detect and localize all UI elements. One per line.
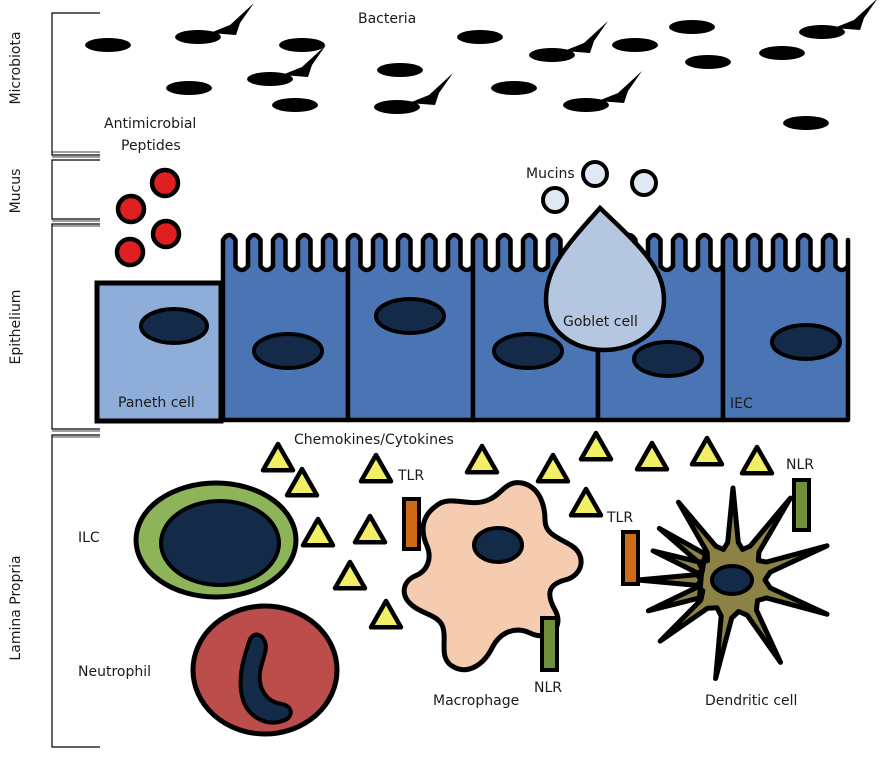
mucin <box>581 160 609 188</box>
cytokine-triangle <box>332 559 368 591</box>
bacterium <box>563 71 642 112</box>
goblet-cell <box>543 204 667 353</box>
bacterium <box>457 30 503 44</box>
paneth-nucleus <box>139 307 209 345</box>
antimicrobial-peptide <box>115 193 147 225</box>
layer-label-epithelium: Epithelium <box>8 290 24 365</box>
paneth-cell <box>94 280 224 424</box>
cytokine-triangle <box>578 430 614 462</box>
epithelial-cell <box>345 232 476 423</box>
epithelium-bracket <box>51 223 100 430</box>
dendritic-cell-label: Dendritic cell <box>705 693 797 709</box>
nlr-receptor-dendritic <box>792 478 811 532</box>
bacterium <box>669 20 715 34</box>
bacterium <box>247 45 326 86</box>
cytokine-triangle <box>568 486 604 518</box>
mucin <box>630 169 658 197</box>
neutrophil-cell <box>190 603 340 737</box>
bacterium <box>85 38 131 52</box>
cytokine-triangle <box>464 443 500 475</box>
cytokine-triangle <box>535 452 571 484</box>
macrophage-label: Macrophage <box>433 693 519 709</box>
cytokine-triangle <box>300 516 336 548</box>
cytokine-triangle <box>284 466 320 498</box>
cytokine-triangle <box>689 435 725 467</box>
neutrophil-nucleus <box>238 632 293 725</box>
epithelial-nucleus <box>252 332 324 370</box>
bacterium <box>377 63 423 77</box>
tlr-receptor-macrophage <box>402 497 421 551</box>
bacterium <box>783 116 829 130</box>
nlr-label-macrophage: NLR <box>534 680 562 696</box>
cytokine-triangle <box>739 444 775 476</box>
receptors <box>402 478 811 672</box>
antimicrobial-peptides <box>114 167 182 268</box>
epithelial-nucleus <box>770 323 842 361</box>
tlr-label-macrophage: TLR <box>397 468 424 484</box>
amp-label-line1: Antimicrobial <box>104 116 196 132</box>
epithelial-nucleus <box>492 332 564 370</box>
cytokine-triangle <box>260 441 296 473</box>
bacterium <box>685 55 731 69</box>
bacterium <box>166 81 212 95</box>
cytokine-triangle <box>352 513 388 545</box>
ilc-cell <box>133 480 299 600</box>
bacterium <box>799 0 877 39</box>
antimicrobial-peptide <box>114 236 146 268</box>
bacteria-label: Bacteria <box>358 11 416 27</box>
layer-label-microbiota: Microbiota <box>8 31 24 104</box>
enterocytes <box>220 232 851 423</box>
amp-label-line2: Peptides <box>121 138 181 154</box>
bacterium <box>175 3 254 44</box>
chemokines-label: Chemokines/Cytokines <box>294 432 454 448</box>
cytokine-triangle <box>358 452 394 484</box>
ilc-nucleus <box>159 499 281 587</box>
dendritic-cell <box>635 485 830 681</box>
dendritic-nucleus <box>710 564 754 596</box>
epithelial-cell <box>220 232 351 423</box>
iec-label: IEC <box>730 396 753 412</box>
mucins <box>541 160 658 214</box>
cytokine-triangle <box>634 440 670 472</box>
macrophage-nucleus <box>472 526 524 564</box>
nlr-label-dendritic: NLR <box>786 457 814 473</box>
epithelial-nucleus <box>374 297 446 335</box>
macrophage-cell <box>401 480 584 673</box>
goblet-cell-label: Goblet cell <box>563 314 638 330</box>
bacterium <box>374 73 453 114</box>
epithelial-cell <box>720 232 851 423</box>
nlr-receptor-macrophage <box>540 616 559 672</box>
bacterium <box>612 38 658 52</box>
bacteria-group <box>85 0 877 130</box>
layer-label-mucus: Mucus <box>8 169 24 214</box>
bacterium <box>529 21 608 62</box>
cytokines <box>260 430 775 630</box>
microbiota-bracket <box>51 12 100 156</box>
neutrophil-label: Neutrophil <box>78 664 151 680</box>
layer-label-lamina-propria: Lamina Propria <box>8 555 24 660</box>
bacterium <box>759 46 805 60</box>
bacterium <box>491 81 537 95</box>
tlr-receptor-dendritic <box>621 530 640 586</box>
antimicrobial-peptide <box>150 218 182 250</box>
tlr-label-dendritic: TLR <box>606 510 633 526</box>
mucins-label: Mucins <box>526 166 575 182</box>
mucus-bracket <box>51 159 100 220</box>
lamina-propria-bracket <box>51 434 100 748</box>
antimicrobial-peptide <box>149 167 181 199</box>
bacterium <box>272 98 318 112</box>
ilc-label: ILC <box>78 530 100 546</box>
cytokine-triangle <box>368 598 404 630</box>
mucin <box>541 186 569 214</box>
paneth-cell-label: Paneth cell <box>118 395 195 411</box>
epithelial-nucleus <box>632 340 704 378</box>
layer-brackets <box>51 12 100 748</box>
bacterium <box>279 38 325 52</box>
